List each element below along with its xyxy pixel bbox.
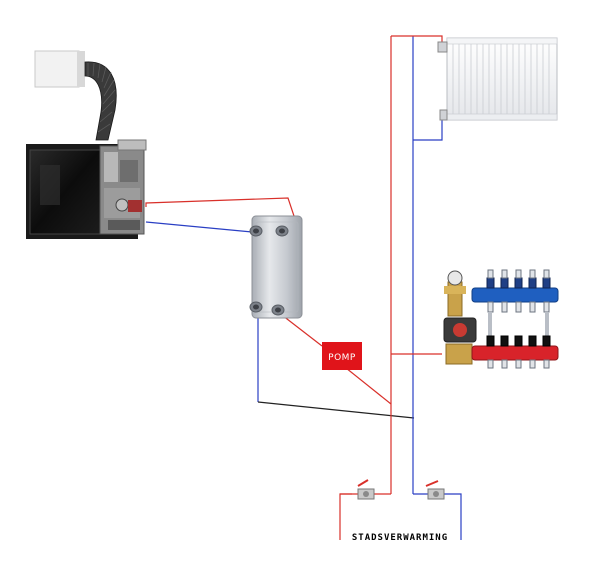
radiator-fins <box>452 44 550 114</box>
manifold-return-valves <box>486 277 551 289</box>
return-pipe-stove-to-exchanger <box>145 221 253 233</box>
radiator-supply-pipe <box>391 35 443 46</box>
plate-heat-exchanger <box>249 215 303 319</box>
pump: POMP <box>322 342 362 370</box>
stove-flue-duct <box>84 61 117 141</box>
manifold-return-bar <box>471 287 559 303</box>
exchanger-port-top-left <box>249 225 263 237</box>
piping <box>145 35 462 540</box>
manifold-gauge <box>447 270 463 286</box>
district-heating-label: STADSVERWARMING <box>352 533 448 543</box>
return-pipe-to-riser <box>257 401 415 419</box>
wood-stove <box>26 50 147 239</box>
district-supply-valve <box>357 479 375 500</box>
exchanger-port-top-right <box>275 225 289 237</box>
exchanger-port-bottom-right <box>271 304 285 316</box>
manifold-supply-bar <box>471 345 559 361</box>
radiator-valve <box>437 41 448 121</box>
supply-pipe-pump-to-riser <box>345 367 392 405</box>
supply-pipe-stove-to-exchanger <box>145 197 297 223</box>
pump-label: POMP <box>328 353 356 363</box>
manifold-supply-valves <box>486 335 551 347</box>
floor-heating-manifold <box>443 269 559 369</box>
radiator-body <box>446 37 558 121</box>
exchanger-port-bottom-left <box>249 301 263 313</box>
district-return-valve <box>425 480 445 500</box>
radiator-return-pipe <box>413 118 443 141</box>
exchanger-body <box>251 215 303 319</box>
panel-radiator <box>437 37 558 121</box>
stove-flue-box <box>34 50 80 88</box>
pump-box <box>322 342 362 370</box>
